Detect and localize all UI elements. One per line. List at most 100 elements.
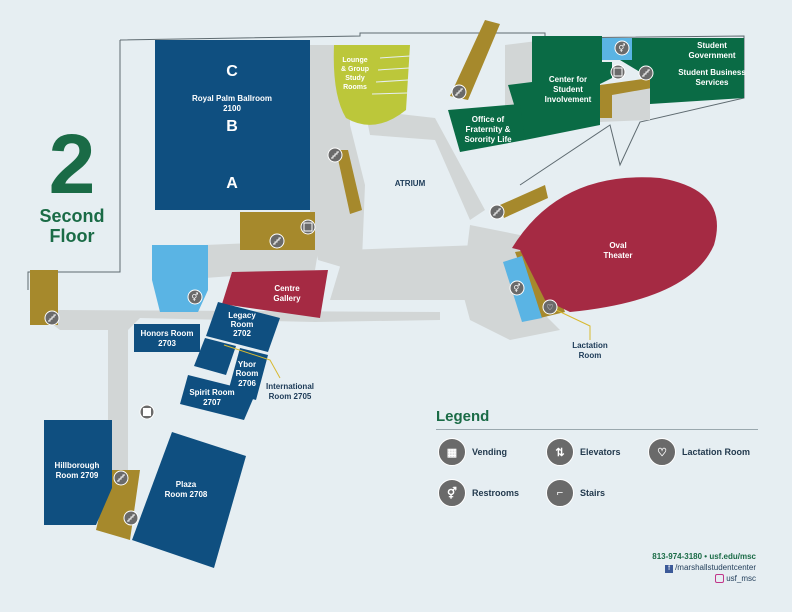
csi-label-2: Student	[553, 85, 583, 94]
csi-label-3: Involvement	[545, 95, 592, 104]
legend-item-restrooms: ⚥ Restrooms	[438, 479, 519, 507]
legend-title: Legend	[436, 408, 490, 425]
centre-gallery-label-1: Centre	[274, 284, 300, 293]
restroom-icon: ⚥	[187, 289, 203, 305]
lactation-label-2: Room	[579, 351, 602, 360]
floor-number: 2	[48, 117, 96, 211]
lounge-label-1: Lounge	[342, 57, 367, 64]
sbs-label-2: Services	[696, 78, 729, 87]
ballroom-section-b: B	[226, 118, 238, 135]
svg-text:♡: ♡	[546, 303, 553, 312]
lactation-icon: ♡	[542, 299, 558, 315]
stairs-icon	[451, 84, 467, 100]
hillsborough-room[interactable]	[44, 420, 112, 525]
legend-label: Stairs	[580, 488, 606, 498]
ballroom-section-c: C	[226, 63, 238, 80]
honors-label-2: 2703	[158, 339, 176, 348]
plaza-room[interactable]	[132, 432, 246, 568]
honors-room[interactable]	[134, 324, 200, 352]
spirit-label-1: Spirit Room	[189, 388, 234, 397]
oval-theater[interactable]	[512, 177, 717, 312]
centre-gallery[interactable]	[222, 270, 328, 318]
lactation-label-1: Lactation	[572, 341, 608, 350]
ybor-room[interactable]	[228, 348, 268, 400]
lounge-label-2: & Group	[341, 66, 369, 73]
legend-item-lactation: ♡ Lactation Room	[648, 438, 750, 466]
lounge-label-4: Rooms	[343, 84, 367, 91]
legend-label: Restrooms	[472, 488, 520, 498]
legacy-label-1: Legacy	[228, 311, 256, 320]
ofsl-label-2: Fraternity &	[466, 125, 511, 134]
legacy-room[interactable]	[206, 302, 280, 352]
hillsborough-label-2: Room 2709	[56, 471, 99, 480]
facebook-icon: f	[665, 565, 674, 573]
floor-title: 2 Second Floor	[36, 122, 108, 246]
lactation-icon: ♡	[648, 438, 676, 466]
contact-instagram[interactable]: usf_msc	[726, 574, 756, 583]
stairs-icon	[113, 470, 129, 486]
stairs-icon	[123, 510, 139, 526]
legend-item-vending: ▦ Vending	[438, 438, 507, 466]
restroom-icon: ⚥	[509, 280, 525, 296]
legend: Legend	[436, 408, 758, 438]
centre-gallery-label-2: Gallery	[273, 294, 301, 303]
legend-item-stairs: ⌐ Stairs	[546, 479, 605, 507]
student-gov-label-1: Student	[697, 41, 727, 50]
ybor-label-1: Ybor	[238, 360, 256, 369]
elevator-icon: ⇅	[546, 438, 574, 466]
elevator-icon	[300, 219, 316, 235]
lounge-study-rooms[interactable]	[333, 45, 410, 125]
legacy-label-2: Room	[231, 320, 254, 329]
honors-label-1: Honors Room	[141, 329, 194, 338]
contact-instagram-row[interactable]: usf_msc	[652, 573, 756, 584]
international-label-1: International	[266, 382, 314, 391]
international-pointer	[223, 344, 281, 379]
hillsborough-label-1: Hillborough	[55, 461, 100, 470]
vending-icon: ▦	[438, 438, 466, 466]
international-label-2: Room 2705	[269, 392, 312, 401]
map-icons: ⚥ ⚥ ⚥ ♡	[44, 40, 654, 526]
atrium-label: ATRIUM	[395, 179, 426, 188]
sbs-label-1: Student Business	[678, 68, 746, 77]
legend-label: Elevators	[580, 447, 621, 457]
stairs-icon: ⌐	[546, 479, 574, 507]
stairs-icon	[44, 310, 60, 326]
stairs-icon	[327, 147, 343, 163]
ofsl-label-1: Office of	[472, 115, 505, 124]
floor-label-line1: Second	[39, 206, 105, 226]
ofsl-label-3: Sorority Life	[464, 135, 512, 144]
ballroom-name: Royal Palm Ballroom	[192, 94, 272, 103]
legacy-label-3: 2702	[233, 329, 251, 338]
oval-label-1: Oval	[609, 241, 626, 250]
floor-label-line2: Floor	[49, 226, 95, 246]
royal-palm-ballroom[interactable]	[155, 40, 310, 210]
spirit-label-2: 2707	[203, 398, 221, 407]
contact-facebook-row[interactable]: f/marshallstudentcenter	[652, 562, 756, 573]
student-involvement-areas[interactable]	[448, 36, 744, 152]
international-room[interactable]	[194, 338, 236, 375]
svg-text:⚥: ⚥	[618, 43, 626, 53]
lactation-pointer	[551, 307, 591, 340]
vending-icon	[139, 404, 155, 420]
instagram-icon	[715, 574, 725, 584]
restroom-icon: ⚥	[614, 40, 630, 56]
ballroom-section-a: A	[226, 175, 238, 192]
plaza-label-1: Plaza	[176, 480, 197, 489]
legend-label: Lactation Room	[682, 447, 751, 457]
ybor-label-2: Room	[236, 369, 259, 378]
plaza-label-2: Room 2708	[165, 490, 208, 499]
restroom-icon: ⚥	[438, 479, 466, 507]
oval-label-2: Theater	[604, 251, 633, 260]
ballroom-number: 2100	[223, 104, 241, 113]
svg-text:⚥: ⚥	[513, 283, 521, 293]
lounge-label-3: Study	[345, 75, 365, 82]
spirit-room[interactable]	[180, 375, 256, 420]
contact-facebook[interactable]: /marshallstudentcenter	[675, 563, 756, 572]
contact-phone-web[interactable]: 813-974-3180 • usf.edu/msc	[652, 552, 756, 561]
csi-label-1: Center for	[549, 75, 587, 84]
stairs-icon	[269, 233, 285, 249]
contact-info: 813-974-3180 • usf.edu/msc f/marshallstu…	[652, 551, 756, 584]
svg-text:⚥: ⚥	[191, 292, 199, 302]
study-room-dividers	[371, 55, 411, 95]
